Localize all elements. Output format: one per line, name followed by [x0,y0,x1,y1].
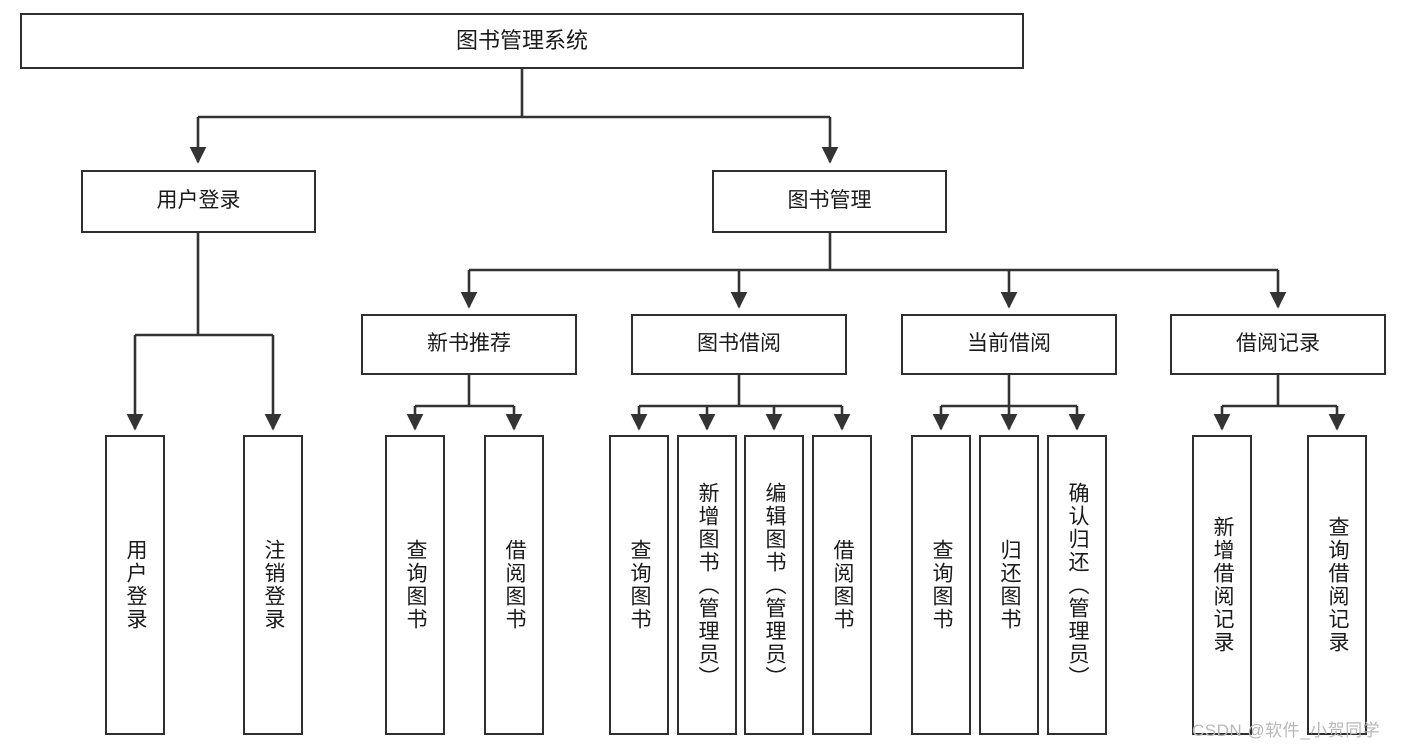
node-user-login[interactable]: 用户登录 [81,170,316,233]
watermark-text: CSDN @软件_小贺同学 [1192,721,1381,740]
leaf-label: 查询图书 [628,539,652,631]
node-current-borrow[interactable]: 当前借阅 [901,314,1117,375]
leaf-book-borrow-edit-book-admin[interactable]: 编辑图书（管理员） [744,435,804,735]
leaf-book-borrow-borrow-book[interactable]: 借阅图书 [812,435,872,735]
node-book-management[interactable]: 图书管理 [712,170,947,233]
leaf-book-borrow-add-book-admin[interactable]: 新增图书（管理员） [677,435,737,735]
leaf-current-borrow-return-book[interactable]: 归还图书 [979,435,1039,735]
node-new-book-recommend[interactable]: 新书推荐 [361,314,577,375]
node-user-login-label: 用户登录 [156,189,241,213]
node-new-book-recommend-label: 新书推荐 [427,332,511,356]
leaf-current-borrow-query-book[interactable]: 查询图书 [911,435,971,735]
leaf-label: 查询图书 [930,539,954,631]
leaf-label: 归还图书 [998,539,1022,631]
node-book-borrow-label: 图书借阅 [697,332,781,356]
leaf-label: 借阅图书 [503,539,527,631]
leaf-borrow-record-query-record[interactable]: 查询借阅记录 [1307,435,1367,735]
leaf-user-login-login[interactable]: 用户登录 [105,435,165,735]
leaf-label: 注销登录 [262,539,286,631]
leaf-label: 借阅图书 [831,539,855,631]
leaf-user-login-logout[interactable]: 注销登录 [243,435,303,735]
leaf-label: 确认归还（管理员） [1066,481,1090,689]
leaf-label: 新增借阅记录 [1211,516,1235,654]
leaf-label: 查询图书 [404,539,428,631]
node-current-borrow-label: 当前借阅 [967,332,1051,356]
node-borrow-record-label: 借阅记录 [1236,332,1320,356]
leaf-label: 新增图书（管理员） [696,481,720,689]
leaf-book-borrow-query-book[interactable]: 查询图书 [609,435,669,735]
leaf-label: 查询借阅记录 [1326,516,1350,654]
leaf-borrow-record-add-record[interactable]: 新增借阅记录 [1192,435,1252,735]
node-book-borrow[interactable]: 图书借阅 [631,314,847,375]
node-borrow-record[interactable]: 借阅记录 [1170,314,1386,375]
leaf-current-borrow-confirm-return-admin[interactable]: 确认归还（管理员） [1047,435,1107,735]
node-root-label: 图书管理系统 [455,28,588,54]
node-book-management-label: 图书管理 [787,189,872,213]
leaf-new-book-query-book[interactable]: 查询图书 [385,435,445,735]
leaf-label: 用户登录 [124,539,148,631]
node-root-system[interactable]: 图书管理系统 [20,13,1024,69]
leaf-label: 编辑图书（管理员） [763,481,787,689]
leaf-new-book-borrow-book[interactable]: 借阅图书 [484,435,544,735]
